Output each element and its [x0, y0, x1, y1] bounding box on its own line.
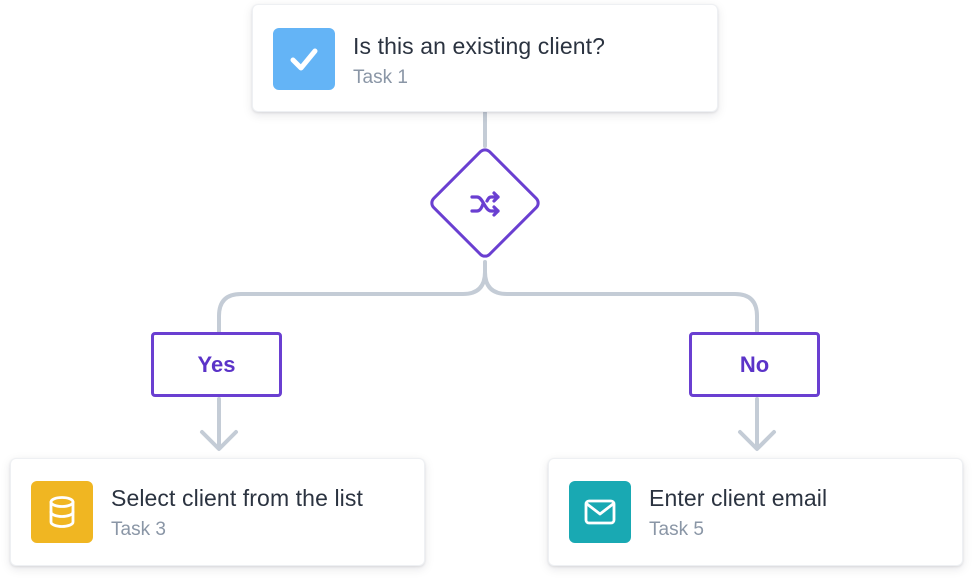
task-subtitle: Task 3	[111, 519, 166, 540]
task-subtitle: Task 5	[649, 519, 704, 540]
task-subtitle: Task 1	[353, 67, 408, 88]
arrow-no	[738, 430, 776, 451]
branch-yes-label[interactable]: Yes	[151, 332, 282, 397]
check-icon	[290, 48, 318, 71]
shuffle-icon	[470, 191, 500, 217]
database-icon-box	[31, 481, 93, 543]
task-card-top[interactable]: Is this an existing client? Task 1	[252, 4, 718, 112]
connector-decision-split	[217, 260, 759, 334]
task-title: Enter client email	[649, 485, 828, 511]
task-title: Is this an existing client?	[353, 33, 605, 59]
check-icon-box	[273, 28, 335, 90]
envelope-icon-box	[569, 481, 631, 543]
task-card-right[interactable]: Enter client email Task 5	[548, 458, 963, 566]
task-title: Select client from the list	[111, 485, 363, 511]
task-card-left[interactable]: Select client from the list Task 3	[10, 458, 425, 566]
envelope-icon	[584, 499, 616, 525]
arrow-yes	[200, 430, 238, 451]
database-icon	[49, 496, 75, 528]
branch-no-label[interactable]: No	[689, 332, 820, 397]
